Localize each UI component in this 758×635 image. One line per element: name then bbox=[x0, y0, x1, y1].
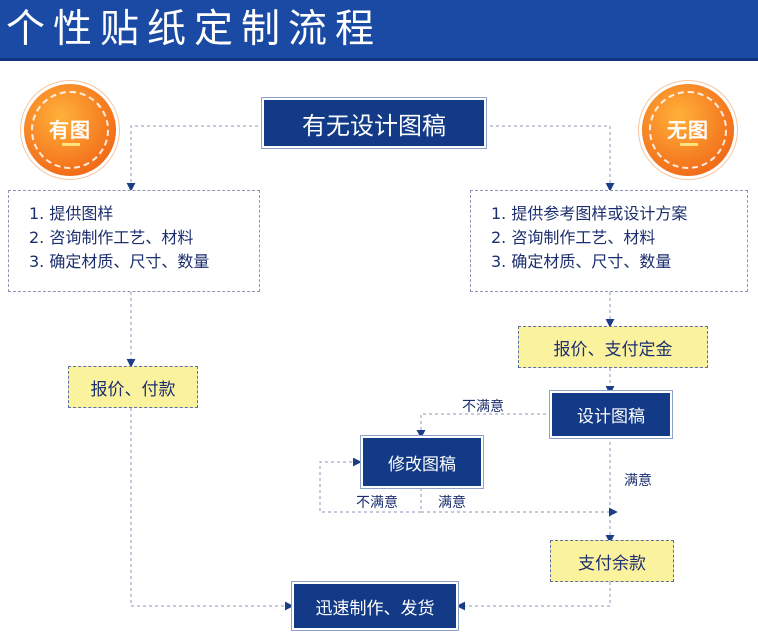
node-design: 设计图稿 bbox=[552, 393, 670, 436]
node-revise-label: 修改图稿 bbox=[388, 454, 456, 475]
node-revise: 修改图稿 bbox=[363, 438, 481, 486]
node-design-label: 设计图稿 bbox=[577, 407, 645, 427]
connector-balance-produce bbox=[456, 582, 611, 611]
label-design-unsatisfied: 不满意 bbox=[462, 399, 504, 415]
node-produce: 迅速制作、发货 bbox=[294, 584, 456, 628]
connector-revise-loop bbox=[319, 457, 422, 513]
connector-left-quote-produce bbox=[130, 408, 294, 611]
node-start-label: 有无设计图稿 bbox=[302, 111, 446, 140]
left-step-3: 3. 确定材质、尺寸、数量 bbox=[29, 252, 210, 271]
connector-start-left bbox=[126, 125, 264, 192]
node-left-quote-label: 报价、付款 bbox=[90, 379, 176, 400]
node-balance: 支付余款 bbox=[550, 540, 674, 582]
badge-no-design-label: 无图 bbox=[667, 118, 709, 142]
node-right-quote: 报价、支付定金 bbox=[518, 326, 708, 368]
page-title: 个性贴纸定制流程 bbox=[6, 7, 383, 52]
badge-has-design-label: 有图 bbox=[49, 118, 91, 142]
label-design-satisfied: 满意 bbox=[624, 473, 652, 489]
header-banner: 个性贴纸定制流程 bbox=[0, 0, 758, 61]
left-steps-box: 1. 提供图样 2. 咨询制作工艺、材料 3. 确定材质、尺寸、数量 bbox=[8, 190, 260, 292]
right-steps-box: 1. 提供参考图样或设计方案 2. 咨询制作工艺、材料 3. 确定材质、尺寸、数… bbox=[470, 190, 748, 292]
label-revise-satisfied: 满意 bbox=[438, 495, 466, 511]
badge-no-design: 无图 bbox=[642, 84, 734, 176]
right-step-3: 3. 确定材质、尺寸、数量 bbox=[491, 252, 672, 271]
right-step-2: 2. 咨询制作工艺、材料 bbox=[491, 228, 656, 247]
node-produce-label: 迅速制作、发货 bbox=[315, 598, 435, 619]
left-step-2: 2. 咨询制作工艺、材料 bbox=[29, 228, 194, 247]
connector-design-revise bbox=[416, 413, 552, 439]
node-right-quote-label: 报价、支付定金 bbox=[553, 339, 673, 360]
badge-has-design: 有图 bbox=[24, 84, 116, 176]
right-step-1: 1. 提供参考图样或设计方案 bbox=[491, 204, 688, 223]
node-left-quote: 报价、付款 bbox=[68, 366, 198, 408]
left-step-1: 1. 提供图样 bbox=[29, 204, 114, 223]
node-balance-label: 支付余款 bbox=[578, 553, 646, 574]
connector-start-right bbox=[484, 125, 615, 192]
label-revise-unsatisfied: 不满意 bbox=[356, 495, 398, 511]
node-start: 有无设计图稿 bbox=[264, 100, 484, 146]
